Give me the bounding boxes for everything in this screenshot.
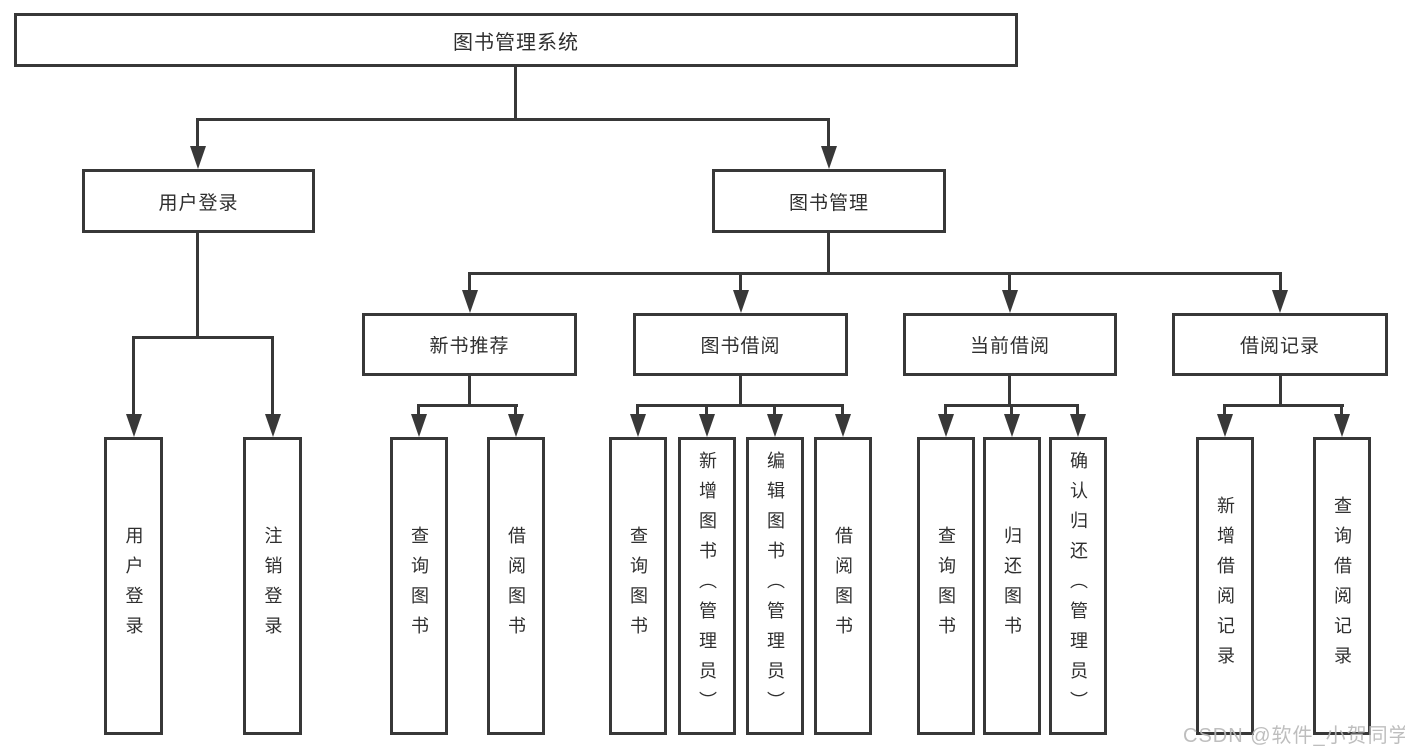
leaf-query-borrow-record: 查询借阅记录 <box>1313 437 1371 735</box>
connector-g3c3-drop <box>773 404 776 417</box>
connector-borrowrecord-stem <box>1279 376 1282 406</box>
arrowhead-leaf-userlogin <box>126 414 142 437</box>
connector-currentborrow-drop <box>1008 272 1011 293</box>
arrowhead-g5c2 <box>1334 414 1350 437</box>
arrowhead-userlogin <box>190 146 206 169</box>
connector-g4c2-drop <box>1010 404 1013 417</box>
connector-bookborrow-drop <box>739 272 742 293</box>
connector-userlogin-stem <box>196 233 199 338</box>
connector-newbook-drop <box>468 272 471 293</box>
connector-bookmgmt-stem <box>827 233 830 274</box>
leaf-return-book: 归还图书 <box>983 437 1041 735</box>
connector-borrowrecord-drop <box>1279 272 1282 293</box>
leaf-query-book-recommend: 查询图书 <box>390 437 448 735</box>
arrowhead-currentborrow <box>1002 290 1018 313</box>
connector-newbook-stem <box>468 376 471 406</box>
leaf-user-login: 用户登录 <box>104 437 163 735</box>
connector-root-stem <box>514 67 517 120</box>
connector-g4c3-drop <box>1076 404 1079 417</box>
connector-g5c2-drop <box>1340 404 1343 417</box>
leaf-add-book-admin: 新增图书（管理员） <box>678 437 736 735</box>
connector-currentborrow-stem <box>1008 376 1011 406</box>
arrowhead-borrowrecord <box>1272 290 1288 313</box>
arrowhead-bookmgmt <box>821 146 837 169</box>
node-user-login: 用户登录 <box>82 169 315 233</box>
node-current-borrow: 当前借阅 <box>903 313 1117 376</box>
leaf-edit-book-admin: 编辑图书（管理员） <box>746 437 804 735</box>
arrowhead-g4c2 <box>1004 414 1020 437</box>
node-new-book-recommend: 新书推荐 <box>362 313 577 376</box>
connector-root-bus <box>196 118 830 121</box>
node-book-borrow: 图书借阅 <box>633 313 848 376</box>
leaf-logout-login: 注销登录 <box>243 437 302 735</box>
connector-g3c4-drop <box>841 404 844 417</box>
arrowhead-g3c1 <box>630 414 646 437</box>
node-book-management: 图书管理 <box>712 169 946 233</box>
connector-bookmgmt-drop <box>827 118 830 149</box>
leaf-query-book-current: 查询图书 <box>917 437 975 735</box>
arrowhead-g2c2 <box>508 414 524 437</box>
arrowhead-g3c4 <box>835 414 851 437</box>
connector-userlogin-bus <box>132 336 274 339</box>
connector-userlogin-drop <box>196 118 199 149</box>
connector-g2c1-drop <box>417 404 420 417</box>
connector-leaf-userlogin-drop <box>132 336 135 417</box>
connector-borrowrecord-bus <box>1223 404 1344 407</box>
connector-g3c1-drop <box>636 404 639 417</box>
arrowhead-newbook <box>462 290 478 313</box>
connector-g5c1-drop <box>1223 404 1226 417</box>
leaf-query-book-borrow: 查询图书 <box>609 437 667 735</box>
arrowhead-g5c1 <box>1217 414 1233 437</box>
leaf-borrow-book-recommend: 借阅图书 <box>487 437 545 735</box>
connector-g3c2-drop <box>705 404 708 417</box>
arrowhead-g3c2 <box>699 414 715 437</box>
leaf-add-borrow-record: 新增借阅记录 <box>1196 437 1254 735</box>
connector-bookborrow-stem <box>739 376 742 406</box>
arrowhead-g2c1 <box>411 414 427 437</box>
connector-newbook-bus <box>417 404 518 407</box>
connector-leaf-logout-drop <box>271 336 274 417</box>
csdn-watermark: CSDN @软件_小贺同学 <box>1183 725 1405 747</box>
connector-bookmgmt-bus <box>468 272 1282 275</box>
arrowhead-bookborrow <box>733 290 749 313</box>
leaf-borrow-book: 借阅图书 <box>814 437 872 735</box>
arrowhead-g3c3 <box>767 414 783 437</box>
arrowhead-g4c1 <box>938 414 954 437</box>
node-borrow-records: 借阅记录 <box>1172 313 1388 376</box>
arrowhead-leaf-logout <box>265 414 281 437</box>
node-root: 图书管理系统 <box>14 13 1018 67</box>
arrowhead-g4c3 <box>1070 414 1086 437</box>
connector-g2c2-drop <box>514 404 517 417</box>
connector-bookborrow-bus <box>636 404 844 407</box>
connector-g4c1-drop <box>944 404 947 417</box>
leaf-confirm-return-admin: 确认归还（管理员） <box>1049 437 1107 735</box>
